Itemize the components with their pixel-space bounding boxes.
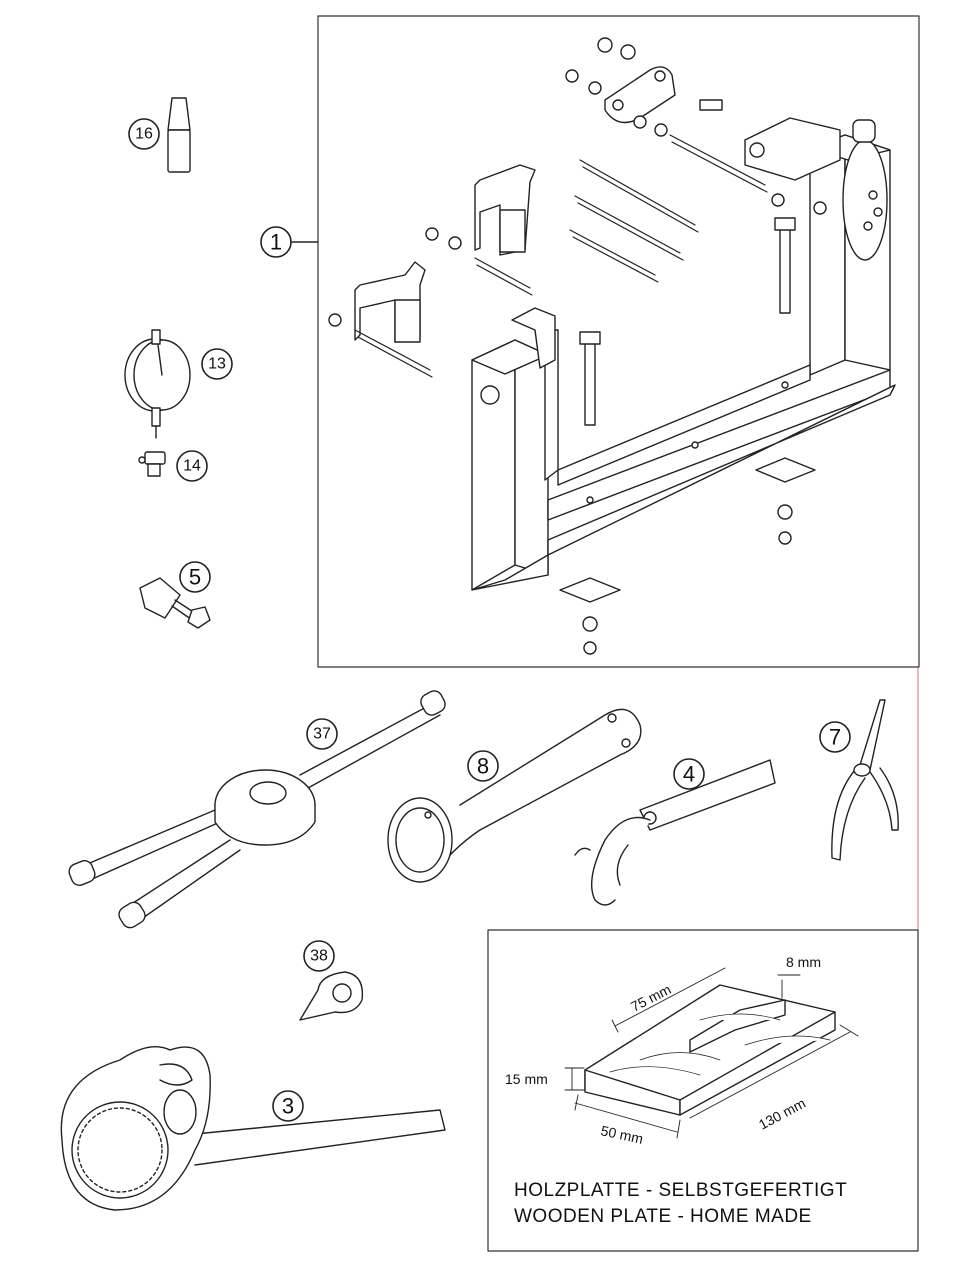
circlip-pliers xyxy=(831,699,899,861)
loctite-bottle xyxy=(167,97,191,173)
nuts-and-washers xyxy=(328,37,827,655)
dial-gauge xyxy=(124,329,191,439)
callout-circles xyxy=(128,118,851,1122)
hook-wrench xyxy=(574,759,776,906)
dim-label-130mm: 130 mm xyxy=(756,1095,808,1133)
callout-16: 16 xyxy=(135,126,153,143)
lock-washer xyxy=(299,971,364,1021)
dim-label-75mm: 75 mm xyxy=(628,981,673,1015)
gauge-adapter xyxy=(138,451,166,477)
callout-4: 4 xyxy=(683,762,695,787)
callout-14: 14 xyxy=(183,458,201,475)
callout-37: 37 xyxy=(313,726,331,743)
holding-wrench xyxy=(387,708,642,883)
mounting-flange xyxy=(744,117,888,261)
engine-stand-frame-box xyxy=(317,15,920,668)
callout-8: 8 xyxy=(477,754,489,779)
dimension-lines xyxy=(564,967,859,1139)
mounting-bracket-left xyxy=(354,261,426,343)
callout-3: 3 xyxy=(282,1094,294,1119)
mounting-bracket-upper xyxy=(474,164,536,256)
wooden-plate-box xyxy=(487,929,919,1252)
callout-13: 13 xyxy=(208,356,226,373)
caption-german: HOLZPLATTE - SELBSTGEFERTIGT xyxy=(514,1180,847,1201)
engine-stand-u-frame xyxy=(471,134,896,591)
callout-38: 38 xyxy=(310,948,328,965)
crankshaft-holding-tool xyxy=(68,690,446,929)
dim-label-8mm: 8 mm xyxy=(786,954,821,970)
dim-label-15mm: 15 mm xyxy=(505,1071,548,1087)
callout-5: 5 xyxy=(189,565,201,590)
threaded-rods xyxy=(354,134,768,378)
callout-7: 7 xyxy=(829,725,841,750)
vertical-bolts xyxy=(579,99,796,426)
callout-1: 1 xyxy=(270,230,282,255)
flywheel-puller xyxy=(139,577,211,629)
dim-label-50mm: 50 mm xyxy=(599,1122,644,1147)
caption-english: WOODEN PLATE - HOME MADE xyxy=(514,1206,812,1227)
clutch-holder xyxy=(60,1046,446,1211)
link-plate xyxy=(604,66,676,124)
wooden-plate-drawing xyxy=(584,984,836,1116)
